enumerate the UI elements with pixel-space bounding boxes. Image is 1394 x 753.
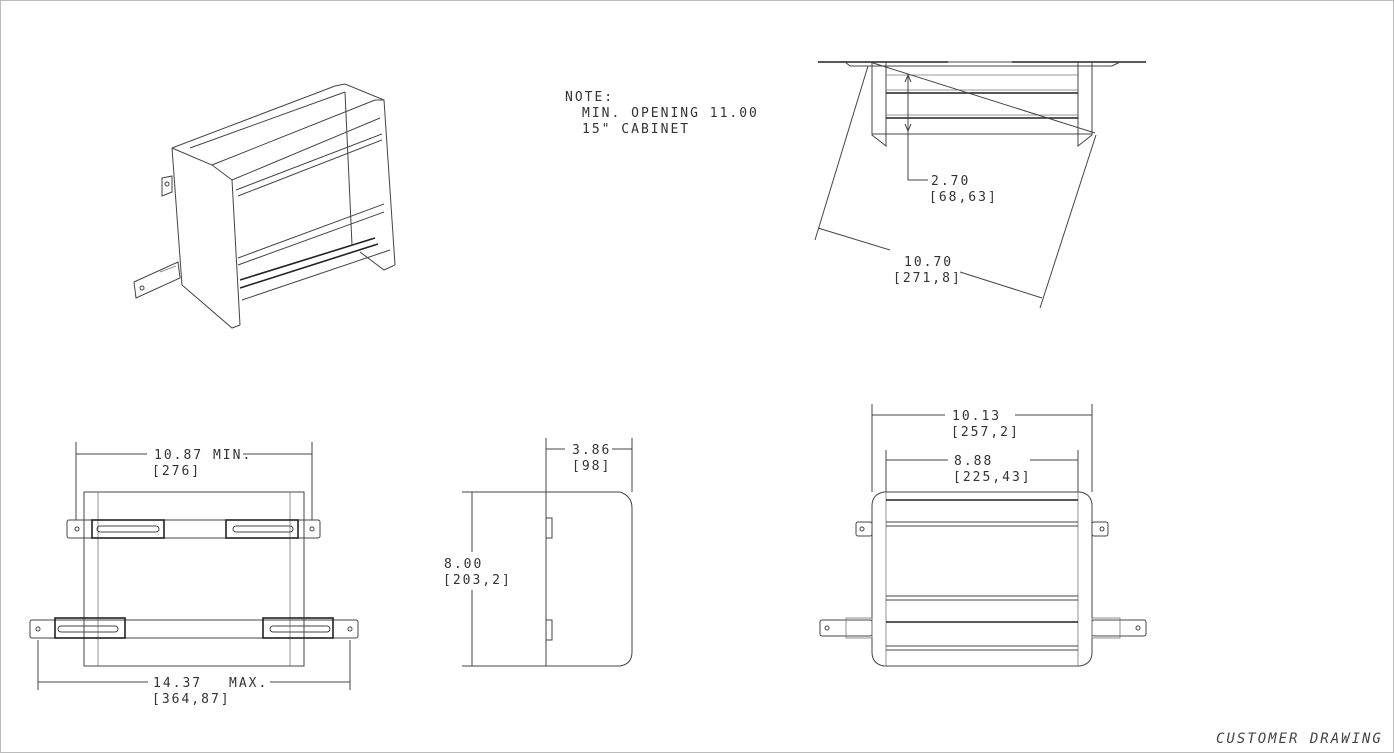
swing-dim-metric: [271,8] (893, 271, 962, 286)
note-heading: NOTE: (565, 90, 614, 105)
min-dim-value: 10.87 MIN. (154, 448, 252, 463)
max-dim-metric: [364,87] (152, 692, 231, 707)
depth-dim-value: 2.70 (931, 174, 970, 189)
height-dim-value: 8.00 (444, 557, 483, 572)
inner-dim-value: 8.88 (954, 454, 993, 469)
side-view: 3.86 [98] 8.00 [203,2] (443, 438, 633, 667)
drawing-label: CUSTOMER DRAWING (1216, 731, 1383, 747)
max-dim-suffix: MAX. (229, 676, 268, 691)
width-dim-metric: [98] (572, 459, 611, 474)
swing-dim-value: 10.70 (904, 255, 953, 270)
inner-dim-metric: [225,43] (953, 470, 1032, 485)
height-dim-metric: [203,2] (443, 573, 512, 588)
outer-dim-value: 10.13 (952, 409, 1001, 424)
note-block: NOTE: MIN. OPENING 11.00 15" CABINET (565, 90, 759, 137)
rear-view: 10.13 [257,2] 8.88 [225,43] (819, 404, 1147, 667)
isometric-view (133, 83, 396, 329)
depth-dim-metric: [68,63] (929, 190, 998, 205)
note-line: MIN. OPENING 11.00 (582, 106, 759, 121)
front-bracket-view: 10.87 MIN. [276] 14.37 MAX. [364,87] (29, 442, 359, 707)
top-view: 2.70 [68,63] 10.70 [271,8] (814, 61, 1146, 309)
width-dim-value: 3.86 (572, 443, 611, 458)
min-dim-metric: [276] (152, 464, 201, 479)
outer-dim-metric: [257,2] (951, 425, 1020, 440)
max-dim-value: 14.37 (153, 676, 202, 691)
note-line: 15" CABINET (582, 122, 690, 137)
